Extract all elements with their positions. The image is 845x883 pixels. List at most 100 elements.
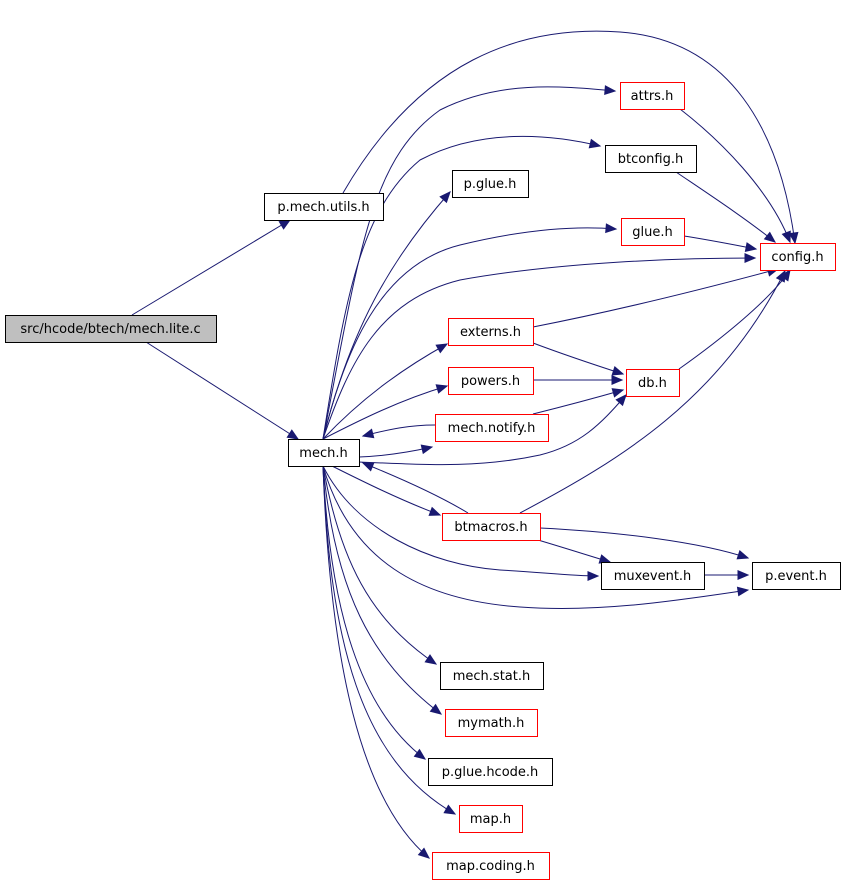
edge-line (322, 465, 426, 760)
node-box[interactable] (760, 243, 836, 271)
node-label[interactable]: p.glue.hcode.h (442, 765, 539, 780)
node-pevent[interactable]: p.event.h (752, 562, 841, 590)
node-mymath[interactable]: mymath.h (445, 709, 538, 737)
node-label[interactable]: map.h (470, 812, 511, 827)
node-root[interactable]: src/hcode/btech/mech.lite.c (5, 315, 217, 343)
node-label[interactable]: config.h (771, 250, 823, 265)
edge-btconfig-to-config (675, 171, 777, 243)
node-externs[interactable]: externs.h (448, 318, 534, 346)
edge-line (322, 465, 442, 715)
node-map[interactable]: map.h (459, 805, 523, 833)
edge-mech-to-btmacros (331, 465, 442, 516)
node-box[interactable] (428, 758, 553, 786)
node-pglue[interactable]: p.glue.h (452, 170, 529, 198)
node-mechstat[interactable]: mech.stat.h (440, 662, 544, 690)
edge-line (322, 257, 756, 440)
edge-arrowhead (588, 138, 602, 149)
edge-externs-to-db (532, 342, 625, 376)
edge-mech-to-mymath (322, 465, 443, 715)
edge-mech-to-db (358, 394, 627, 466)
edge-arrowhead (278, 219, 292, 230)
node-glue[interactable]: glue.h (621, 218, 685, 246)
node-box[interactable] (435, 414, 549, 442)
edge-mech-to-pglue (322, 191, 451, 440)
edge-btmacros-to-mech (361, 462, 469, 514)
node-box[interactable] (452, 170, 529, 198)
node-box[interactable] (264, 193, 384, 221)
node-box[interactable] (620, 82, 685, 110)
node-label[interactable]: p.glue.h (464, 177, 517, 192)
node-box[interactable] (448, 367, 534, 395)
node-db[interactable]: db.h (626, 369, 680, 397)
node-label[interactable]: btconfig.h (618, 152, 684, 167)
edge-attrs-to-config (679, 108, 791, 244)
edge-arrowhead (736, 550, 750, 560)
node-label[interactable]: mymath.h (458, 716, 525, 731)
edge-mech-to-attrs (322, 85, 617, 440)
edge-db-to-config (678, 268, 791, 370)
edge-mech-to-muxevent (322, 465, 600, 581)
node-box[interactable] (621, 218, 685, 246)
edge-arrowhead (598, 554, 612, 564)
edge-arrowhead (587, 571, 600, 581)
edge-line (683, 235, 757, 250)
node-box[interactable] (440, 662, 544, 690)
node-label[interactable]: src/hcode/btech/mech.lite.c (20, 322, 200, 337)
node-pmechutils[interactable]: p.mech.utils.h (264, 193, 384, 221)
node-mapcoding[interactable]: map.coding.h (432, 852, 550, 880)
edge-line (362, 462, 469, 514)
node-label[interactable]: mech.h (299, 446, 347, 461)
edge-arrowhead (611, 366, 625, 376)
edge-mech-to-config (322, 253, 757, 440)
node-label[interactable]: p.event.h (765, 569, 827, 584)
node-label[interactable]: map.coding.h (446, 859, 535, 874)
node-mech[interactable]: mech.h (288, 439, 360, 467)
node-attrs[interactable]: attrs.h (620, 82, 685, 110)
node-box[interactable] (605, 145, 697, 173)
edge-line (532, 389, 624, 415)
node-box[interactable] (459, 805, 523, 833)
node-powers[interactable]: powers.h (448, 367, 534, 395)
edge-mech-to-map (322, 465, 457, 815)
edge-line (532, 268, 779, 328)
node-label[interactable]: mech.stat.h (453, 669, 531, 684)
node-muxevent[interactable]: muxevent.h (601, 562, 705, 590)
node-config[interactable]: config.h (760, 243, 836, 271)
edge-arrowhead (744, 253, 757, 263)
edge-arrowhead (424, 654, 438, 665)
node-label[interactable]: db.h (638, 376, 667, 391)
node-box[interactable] (626, 369, 680, 397)
node-label[interactable]: attrs.h (631, 89, 674, 104)
edge-externs-to-config (532, 266, 780, 328)
node-label[interactable]: glue.h (632, 225, 672, 240)
edge-line (678, 269, 791, 370)
node-box[interactable] (445, 709, 538, 737)
edge-line (322, 86, 616, 440)
edge-line (358, 446, 433, 458)
node-label[interactable]: p.mech.utils.h (277, 200, 369, 215)
node-box[interactable] (448, 318, 534, 346)
edge-arrowhead (420, 444, 434, 455)
node-box[interactable] (288, 439, 360, 467)
node-btconfig[interactable]: btconfig.h (605, 145, 697, 173)
node-label[interactable]: muxevent.h (614, 569, 692, 584)
node-pgluehcode[interactable]: p.glue.hcode.h (428, 758, 553, 786)
node-label[interactable]: powers.h (461, 374, 520, 389)
edge-line (675, 171, 776, 243)
edge-line (322, 465, 430, 859)
edge-root-to-mech (145, 341, 300, 440)
edge-arrowhead (435, 343, 449, 354)
edge-line (342, 30, 796, 244)
node-label[interactable]: mech.notify.h (448, 421, 536, 436)
node-mechnotify[interactable]: mech.notify.h (435, 414, 549, 442)
node-box[interactable] (752, 562, 841, 590)
node-label[interactable]: btmacros.h (454, 520, 527, 535)
node-box[interactable] (432, 852, 550, 880)
edge-arrowhead (361, 462, 375, 472)
edge-arrowhead (788, 231, 799, 245)
node-label[interactable]: externs.h (460, 325, 521, 340)
node-btmacros[interactable]: btmacros.h (442, 513, 541, 541)
node-box[interactable] (442, 513, 541, 541)
node-box[interactable] (601, 562, 705, 590)
node-box[interactable] (5, 315, 217, 343)
